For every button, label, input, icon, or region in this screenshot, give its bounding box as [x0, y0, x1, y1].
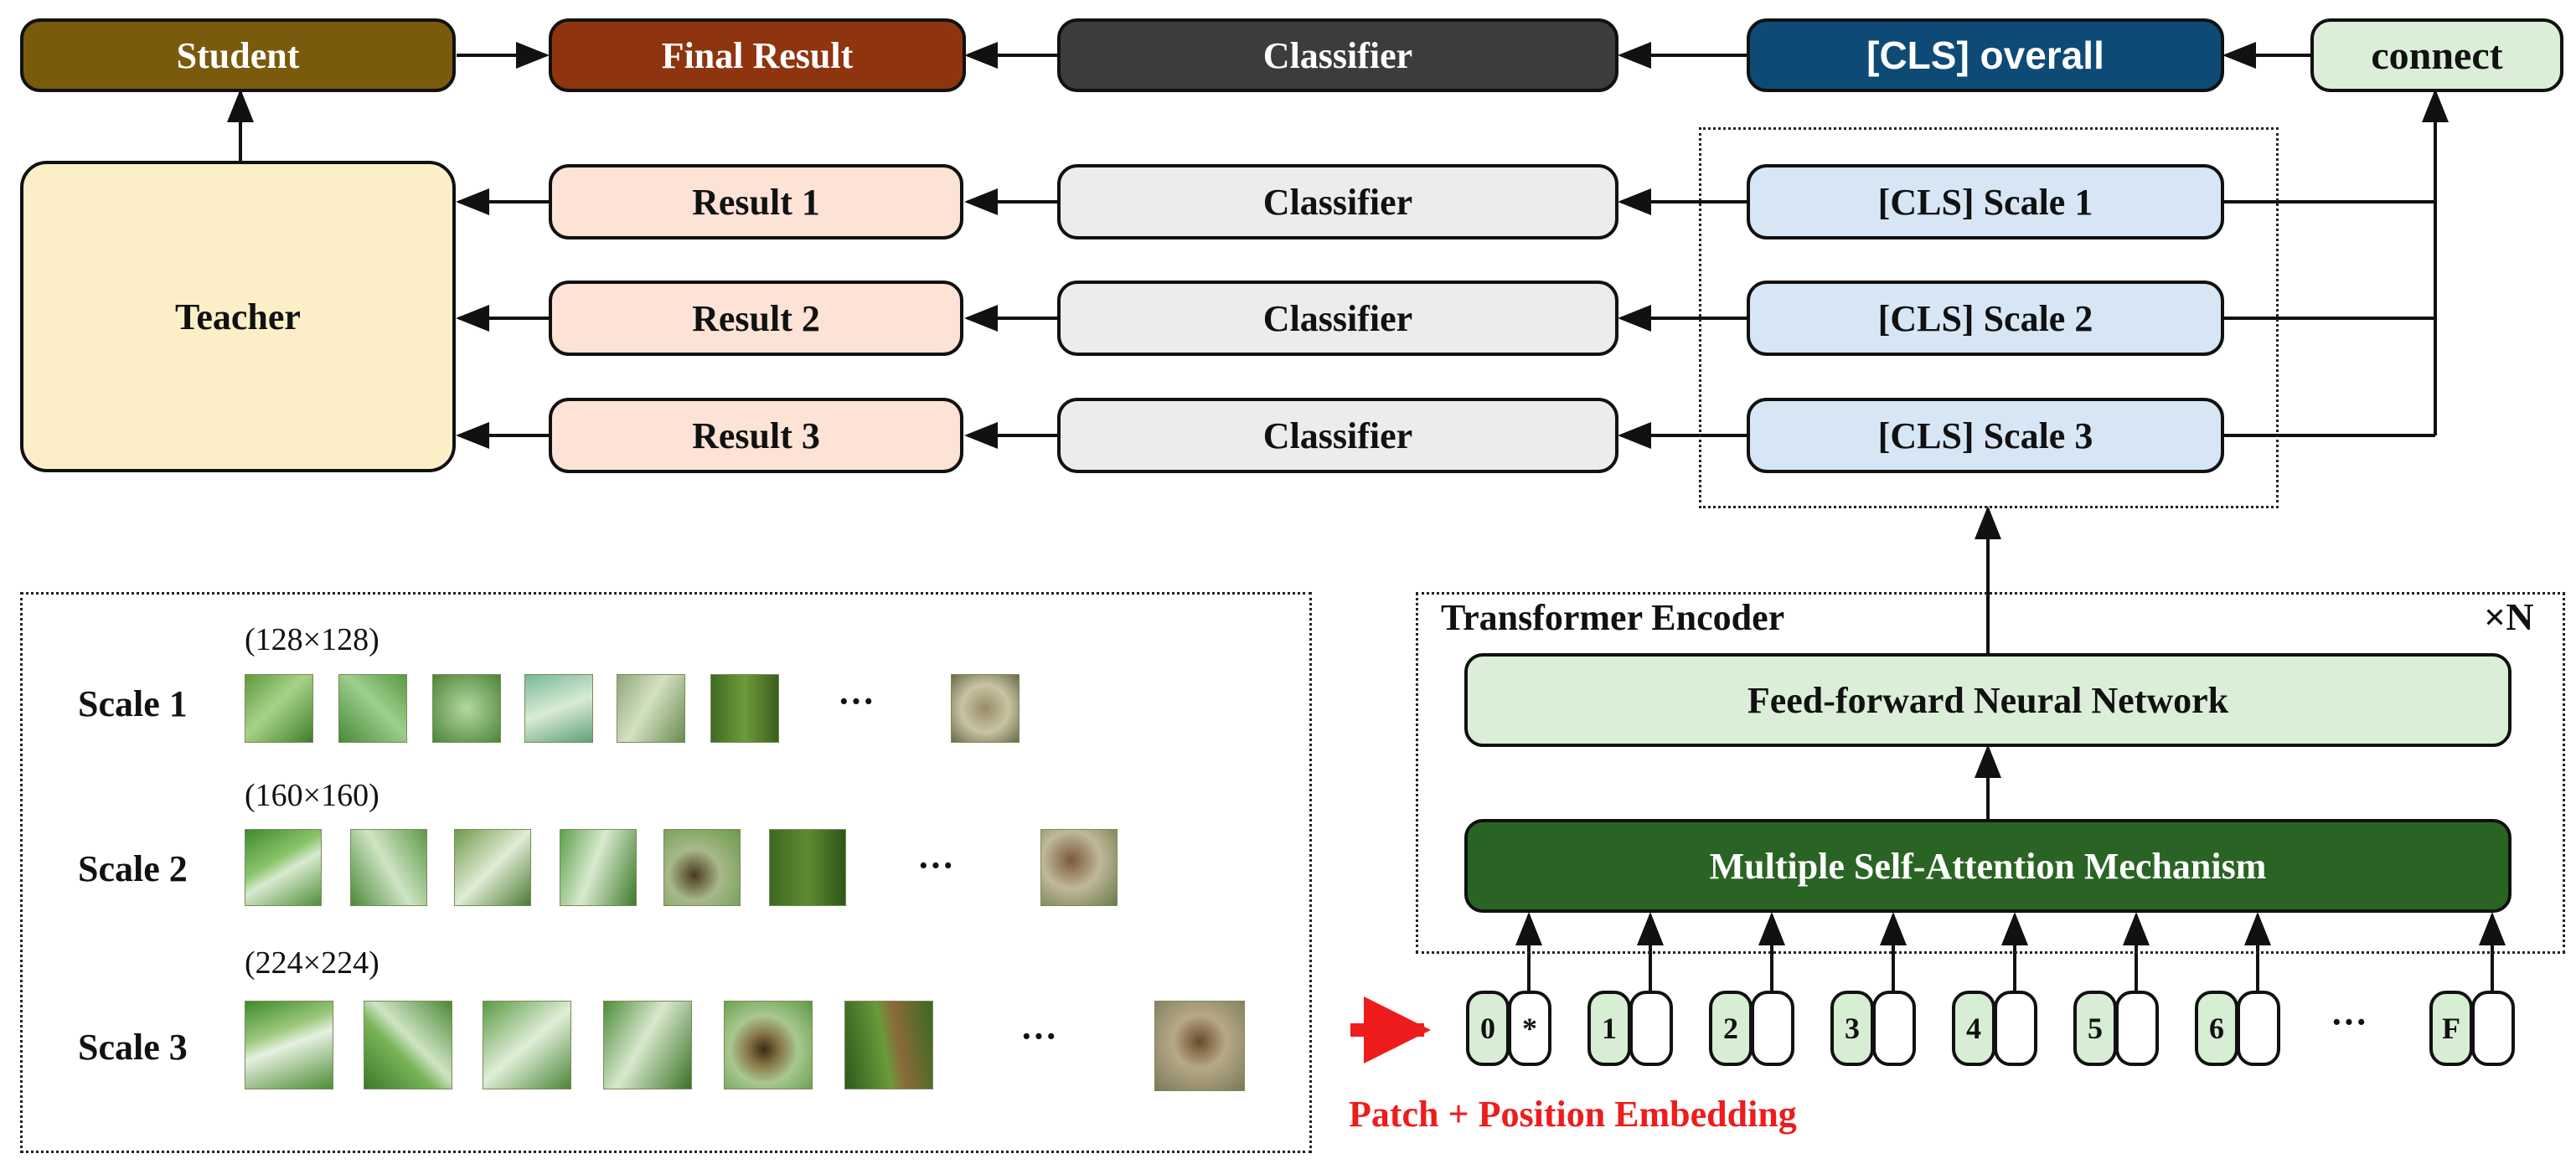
token-5: 5	[2073, 991, 2117, 1066]
class-token-marker: *	[1522, 1012, 1537, 1045]
result-2-box: Result 2	[549, 281, 963, 356]
scale-2-ellipsis: ···	[917, 845, 955, 886]
scale-3-patch	[724, 1001, 813, 1089]
cls-scale-1-box: [CLS] Scale 1	[1747, 164, 2224, 239]
position-embedding	[2471, 991, 2515, 1066]
result-label: Result 3	[692, 415, 820, 456]
result-label: Result 2	[692, 297, 820, 339]
classifier-top-box: Classifier	[1057, 18, 1618, 92]
token-f: F	[2429, 991, 2473, 1066]
final-result-label: Final Result	[661, 34, 854, 76]
token-1: 1	[1587, 991, 1631, 1066]
classifier-3-box: Classifier	[1057, 398, 1618, 473]
token-label: 2	[1723, 1012, 1738, 1045]
classifier-label: Classifier	[1262, 415, 1413, 456]
result-3-box: Result 3	[549, 398, 963, 473]
position-embedding	[1751, 991, 1794, 1066]
scale-2-size: (160×160)	[245, 778, 379, 813]
position-embedding	[1872, 991, 1916, 1066]
tokens-ellipsis: ···	[2331, 1002, 2368, 1043]
scale-3-size: (224×224)	[245, 945, 379, 981]
token-4: 4	[1952, 991, 1995, 1066]
scale-3-ellipsis: ···	[1020, 1016, 1058, 1057]
token-label: 0	[1480, 1012, 1495, 1045]
scale-3-patch	[1154, 1001, 1245, 1091]
position-embedding	[1994, 991, 2037, 1066]
token-label: 4	[1966, 1012, 1981, 1045]
cls-scale-3-box: [CLS] Scale 3	[1747, 398, 2224, 473]
scale-1-size: (128×128)	[245, 622, 379, 657]
scale-2-patch	[1040, 829, 1118, 906]
position-embedding	[2237, 991, 2280, 1066]
scale-3-patch	[483, 1001, 571, 1089]
scale-3-patch	[364, 1001, 452, 1089]
scale-1-patch	[951, 674, 1020, 743]
classifier-1-box: Classifier	[1057, 164, 1618, 239]
scale-2-label: Scale 2	[78, 848, 188, 889]
scale-1-patch	[338, 674, 407, 743]
cls-overall-label: [CLS] overall	[1866, 33, 2104, 77]
scale-1-patch	[710, 674, 779, 743]
encoder-repeat: ×N	[2484, 595, 2534, 638]
scale-1-patch	[432, 674, 501, 743]
scale-2-patch	[663, 829, 741, 906]
scale-2-patch	[769, 829, 846, 906]
scale-2-patch	[560, 829, 637, 906]
connect-box: connect	[2310, 18, 2563, 92]
classifier-top-label: Classifier	[1262, 34, 1413, 76]
scale-1-patch	[617, 674, 685, 743]
token-label: 3	[1845, 1012, 1860, 1045]
student-box: Student	[20, 18, 456, 92]
classifier-label: Classifier	[1262, 297, 1413, 339]
token-0: 0	[1466, 991, 1510, 1066]
class-token: *	[1508, 991, 1551, 1066]
result-1-box: Result 1	[549, 164, 963, 239]
scale-3-patch	[603, 1001, 692, 1089]
cls-scale-label: [CLS] Scale 3	[1877, 415, 2093, 456]
connect-label: connect	[2371, 33, 2503, 78]
scales-panel	[20, 592, 1312, 1153]
scale-1-ellipsis: ···	[838, 681, 875, 722]
scale-2-patch	[454, 829, 531, 906]
token-label: F	[2442, 1012, 2460, 1045]
encoder-title: Transformer Encoder	[1441, 597, 1785, 638]
token-3: 3	[1830, 991, 1874, 1066]
student-label: Student	[176, 34, 300, 76]
cls-scales-group	[1699, 127, 2279, 508]
token-label: 6	[2209, 1012, 2224, 1045]
ffn-box: Feed-forward Neural Network	[1464, 653, 2511, 747]
position-embedding	[2115, 991, 2159, 1066]
ffn-label: Feed-forward Neural Network	[1747, 679, 2229, 721]
scale-1-patch	[245, 674, 313, 743]
scale-3-label: Scale 3	[78, 1027, 188, 1068]
classifier-label: Classifier	[1262, 181, 1413, 223]
teacher-box: Teacher	[20, 161, 456, 472]
scale-1-patch	[524, 674, 593, 743]
scale-3-patch	[245, 1001, 333, 1089]
cls-scale-label: [CLS] Scale 1	[1877, 181, 2093, 223]
scale-2-patch	[350, 829, 427, 906]
cls-scale-2-box: [CLS] Scale 2	[1747, 281, 2224, 356]
final-result-box: Final Result	[549, 18, 966, 92]
result-label: Result 1	[692, 181, 820, 223]
attention-box: Multiple Self-Attention Mechanism	[1464, 819, 2511, 913]
cls-overall-box: [CLS] overall	[1747, 18, 2224, 92]
token-label: 1	[1602, 1012, 1617, 1045]
cls-scale-label: [CLS] Scale 2	[1877, 297, 2093, 339]
scale-3-patch	[844, 1001, 933, 1089]
embedding-label: Patch + Position Embedding	[1349, 1094, 1797, 1135]
scale-2-patch	[245, 829, 322, 906]
token-6: 6	[2195, 991, 2238, 1066]
classifier-2-box: Classifier	[1057, 281, 1618, 356]
token-label: 5	[2088, 1012, 2103, 1045]
position-embedding	[1629, 991, 1673, 1066]
teacher-label: Teacher	[175, 296, 301, 337]
scale-1-label: Scale 1	[78, 683, 188, 724]
token-2: 2	[1709, 991, 1753, 1066]
transformer-encoder-panel	[1416, 592, 2565, 954]
attention-label: Multiple Self-Attention Mechanism	[1709, 845, 2267, 887]
